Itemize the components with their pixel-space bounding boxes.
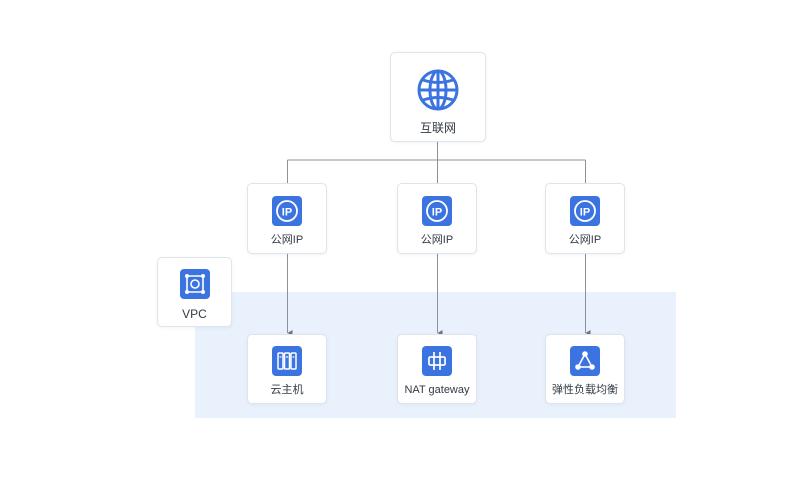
vpc-label: VPC — [182, 307, 207, 321]
ip-icon: IP — [570, 196, 600, 226]
public-ip-node-1[interactable]: IP 公网IP — [247, 183, 327, 254]
nat-gateway-label: NAT gateway — [404, 384, 470, 396]
public-ip-label: 公网IP — [420, 234, 454, 246]
public-ip-label: 公网IP — [270, 234, 304, 246]
cloud-host-label: 云主机 — [270, 384, 304, 396]
svg-text:IP: IP — [432, 207, 442, 219]
vpc-icon — [179, 269, 210, 299]
load-balancer-label: 弹性负载均衡 — [552, 384, 618, 396]
cloud-host-node[interactable]: 云主机 — [247, 334, 327, 404]
internet-node[interactable]: 互联网 — [390, 52, 486, 142]
internet-label: 互联网 — [419, 121, 456, 135]
svg-text:IP: IP — [580, 207, 590, 219]
ip-icon: IP — [422, 196, 452, 226]
nat-gateway-icon — [422, 346, 452, 376]
vpc-node[interactable]: VPC — [157, 257, 232, 327]
svg-text:IP: IP — [282, 207, 292, 219]
server-icon — [272, 346, 302, 376]
load-balancer-icon — [570, 346, 600, 376]
public-ip-node-3[interactable]: IP 公网IP — [545, 183, 625, 254]
public-ip-node-2[interactable]: IP 公网IP — [397, 183, 477, 254]
nat-gateway-node[interactable]: NAT gateway — [397, 334, 477, 404]
load-balancer-node[interactable]: 弹性负载均衡 — [545, 334, 625, 404]
public-ip-label: 公网IP — [568, 234, 602, 246]
ip-icon: IP — [272, 196, 302, 226]
globe-icon — [417, 69, 459, 111]
